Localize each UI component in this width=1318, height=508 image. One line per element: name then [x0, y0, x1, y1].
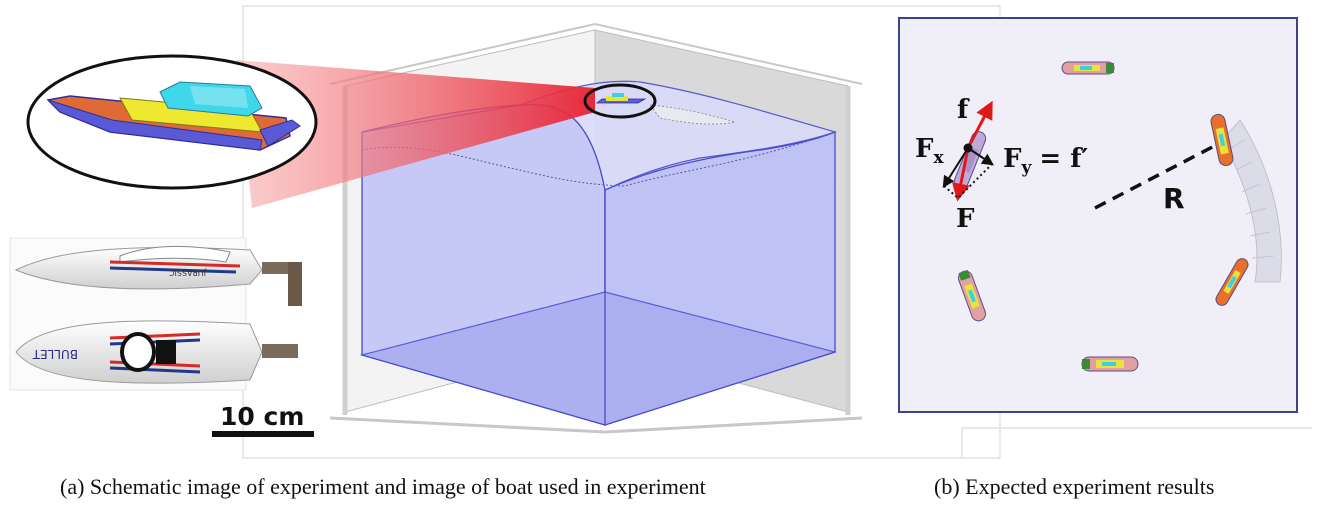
- label-Fy-sub: y: [1020, 158, 1032, 178]
- scale-bar: [212, 431, 314, 437]
- force-F-arrow: [951, 147, 970, 202]
- force-origin-dot: [963, 143, 973, 153]
- boat-wake-ripples: [649, 104, 736, 125]
- water-dotted-line: [361, 131, 836, 187]
- result-boat-bottom: [1081, 356, 1139, 372]
- magnification-beam: [236, 60, 595, 208]
- photo-hull-lettering-side: JURASSIC: [169, 268, 207, 277]
- result-boat-top: [1061, 61, 1115, 75]
- radius-line: [1094, 140, 1223, 210]
- label-Fx-sub: x: [933, 148, 944, 168]
- force-f-arrow: [966, 100, 993, 149]
- tank-boat: [595, 93, 647, 104]
- caption-b: (b) Expected experiment results: [934, 474, 1215, 499]
- force-Fy-arrow: [967, 147, 994, 166]
- boat-photo: BULLET JURASSIC: [9, 237, 302, 391]
- label-Fy-main: F: [1003, 144, 1022, 174]
- scale-bar-label: 10 cm: [220, 402, 304, 431]
- tank-boat-highlight-circle: [583, 83, 657, 119]
- label-F: F: [956, 204, 975, 234]
- result-boat-left: [958, 269, 986, 322]
- tank-rim: [329, 22, 863, 85]
- label-Fy-rhs: = f′: [1039, 144, 1088, 174]
- photo-hull-lettering-top: BULLET: [32, 347, 78, 361]
- result-boat-right-lower: [1215, 258, 1249, 306]
- label-Fx-main: F: [915, 134, 934, 164]
- label-f: f: [957, 95, 970, 125]
- force-diagram: f Fx Fy = f′ F: [915, 95, 1088, 234]
- tank-floor: [359, 291, 838, 426]
- label-Fy-equation: Fy = f′: [1003, 144, 1088, 178]
- result-boat-right-upper: [1210, 113, 1234, 167]
- radius-label: R: [1163, 182, 1185, 215]
- caption-a: (a) Schematic image of experiment and im…: [60, 474, 706, 499]
- tank-base-rim: [329, 416, 863, 434]
- force-Fx-arrow: [942, 147, 969, 189]
- zoom-boat-callout: [26, 54, 318, 190]
- panel-b-base-line: [961, 427, 1312, 458]
- label-Fx: Fx: [915, 134, 944, 168]
- result-panel-frame: [898, 17, 1298, 413]
- force-decomposition-dotted: [943, 163, 993, 200]
- wake-fan: [1221, 119, 1282, 283]
